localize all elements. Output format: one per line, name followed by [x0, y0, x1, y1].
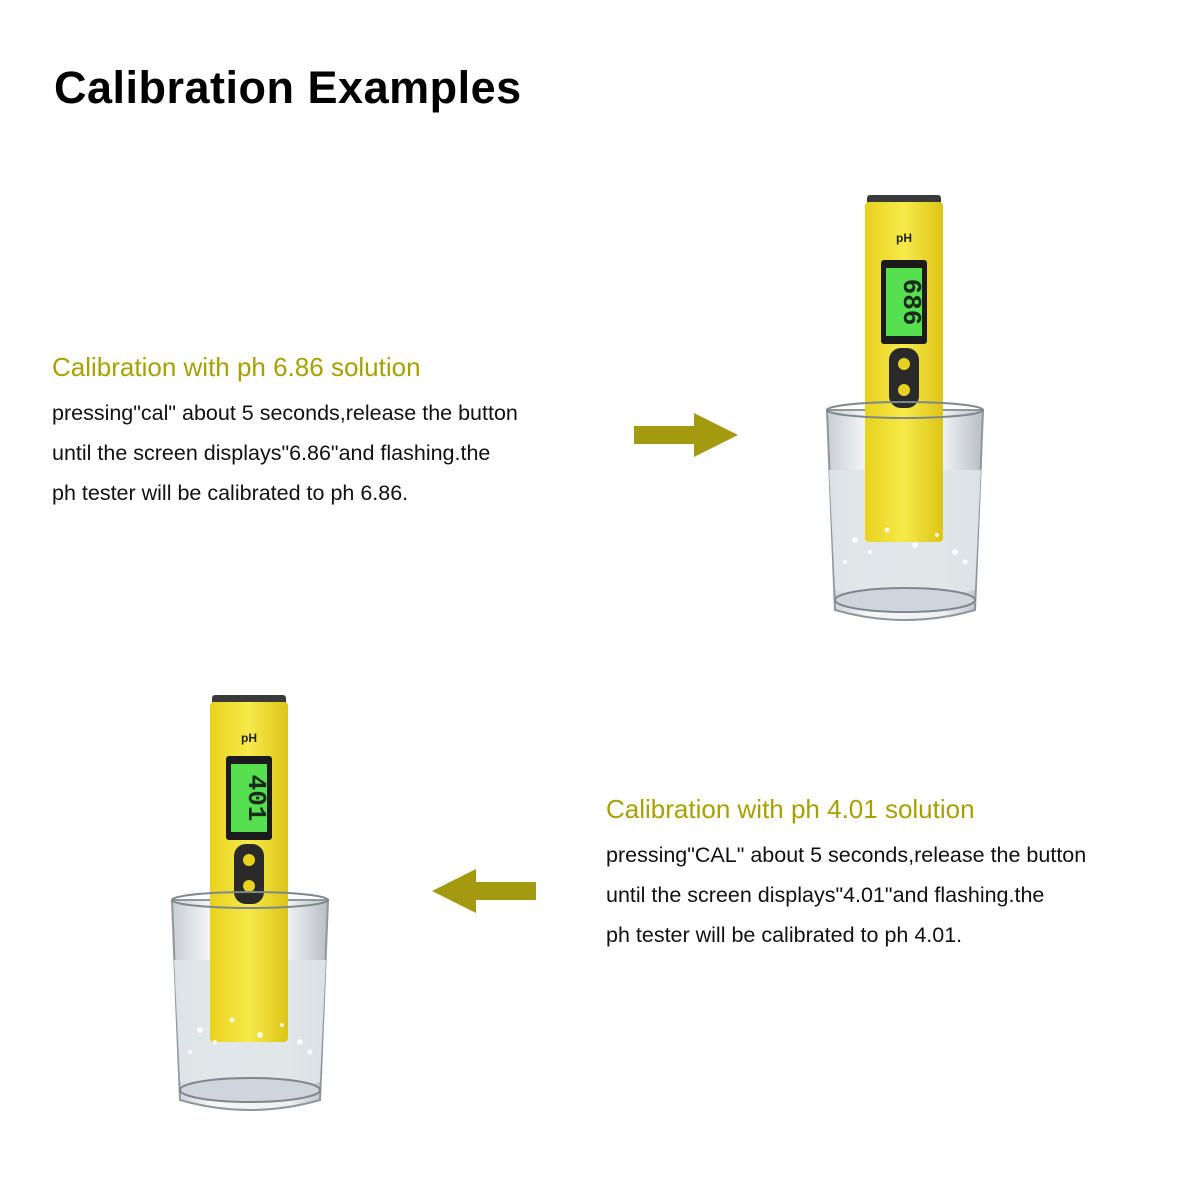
calibration-686-text: Calibration with ph 6.86 solution pressi… [52, 352, 612, 513]
calibration-686-line-1: pressing"cal" about 5 seconds,release th… [52, 401, 518, 425]
calibration-686-line-2: until the screen displays"6.86"and flash… [52, 441, 491, 465]
left-arrow-icon [432, 869, 536, 913]
svg-text:pH: pH [241, 731, 257, 745]
calibration-401-text: Calibration with ph 4.01 solution pressi… [606, 794, 1186, 955]
calibration-401-line-2: until the screen displays"4.01"and flash… [606, 883, 1045, 907]
calibration-686-heading: Calibration with ph 6.86 solution [52, 352, 421, 382]
calibration-686-line-3: ph tester will be calibrated to ph 6.86. [52, 481, 409, 505]
page-title: Calibration Examples [54, 62, 522, 113]
ph-tester-686-image: pH 686 [825, 195, 985, 621]
svg-text:686: 686 [896, 279, 926, 326]
calibration-401-line-1: pressing"CAL" about 5 seconds,release th… [606, 843, 1087, 867]
right-arrow-icon [634, 413, 738, 457]
calibration-401-line-3: ph tester will be calibrated to ph 4.01. [606, 923, 963, 947]
ph-tester-401-image: pH 401 [170, 695, 330, 1111]
svg-text:401: 401 [241, 775, 271, 822]
svg-text:pH: pH [896, 231, 912, 245]
calibration-401-heading: Calibration with ph 4.01 solution [606, 794, 975, 824]
